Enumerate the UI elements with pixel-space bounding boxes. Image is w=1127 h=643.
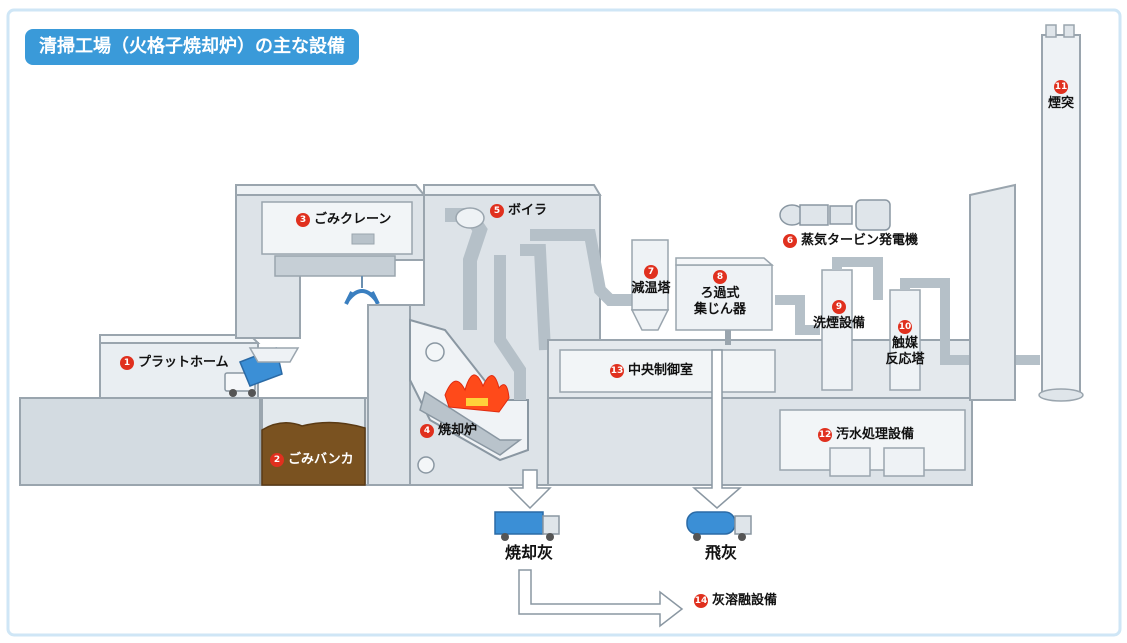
tank-1 (829, 447, 871, 477)
crane-trolley (351, 233, 375, 245)
flame-core (466, 398, 488, 406)
label-bottom-ash: 焼却灰 (505, 543, 554, 562)
crane-grab (344, 289, 380, 305)
outer-border (6, 8, 1122, 637)
fan-2 (417, 456, 435, 474)
bunker-garbage (261, 421, 366, 486)
platform-roof (99, 334, 261, 344)
arrow-fly-ash (691, 349, 743, 509)
bottom-ash-truck (494, 511, 560, 541)
control-room (559, 349, 776, 393)
turbine-generator (779, 199, 891, 231)
grate (419, 390, 523, 456)
crane-room (261, 201, 413, 255)
crane-roof (235, 184, 427, 196)
furnace-roof (423, 184, 602, 196)
boiler-pipe-4 (530, 229, 640, 306)
diagram-title: 清掃工場（火格子焼却炉）の主な設備 (25, 29, 359, 65)
garbage-truck (224, 346, 283, 397)
tank-2 (883, 447, 925, 477)
fan-1 (425, 342, 445, 362)
tipping-gate (248, 347, 300, 363)
arrow-bottom-ash (508, 469, 552, 510)
arrow-ash-melt (518, 569, 684, 628)
catalyst-tower (889, 289, 921, 391)
fire (444, 374, 510, 413)
wastewater-room (779, 409, 966, 471)
fly-ash-truck (686, 511, 752, 541)
ground-left (19, 397, 261, 486)
crane-rail (274, 255, 396, 277)
boiler-drum (455, 207, 485, 229)
bunker-wall (367, 304, 411, 486)
back-wall (969, 183, 1016, 401)
chimney (1041, 34, 1081, 396)
boiler-pipe-2 (494, 255, 526, 400)
label-fly-ash: 飛灰 (705, 543, 738, 562)
boiler-pipe-3 (520, 244, 551, 351)
